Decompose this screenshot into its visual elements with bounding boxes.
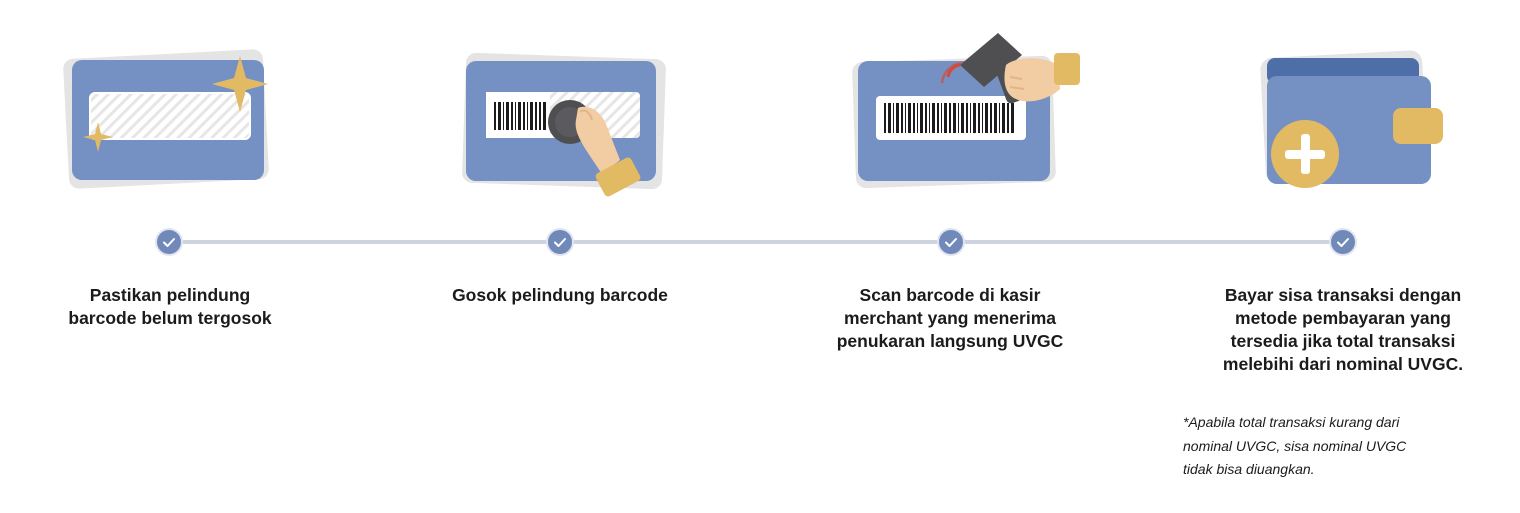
step-4-text: Bayar sisa transaksi dengan metode pemba…	[1222, 285, 1464, 374]
step-1-text: Pastikan pelindung barcode belum tergoso…	[68, 285, 272, 328]
step-1-check-icon	[157, 230, 181, 254]
wallet-plus-icon	[1255, 50, 1455, 200]
step-3-check-icon	[939, 230, 963, 254]
step-2-text: Gosok pelindung barcode	[452, 285, 668, 305]
sparkle-card-icon	[60, 49, 280, 195]
step-2-check-icon	[548, 230, 572, 254]
timeline-connector	[169, 240, 1343, 244]
scanner-barcode-icon	[850, 25, 1090, 190]
step-3-text: Scan barcode di kasir merchant yang mene…	[836, 285, 1064, 351]
scratch-barcode-icon	[460, 50, 680, 205]
footnote-text: *Apabila total transaksi kurang dari nom…	[1183, 414, 1407, 477]
step-4-check-icon	[1331, 230, 1355, 254]
